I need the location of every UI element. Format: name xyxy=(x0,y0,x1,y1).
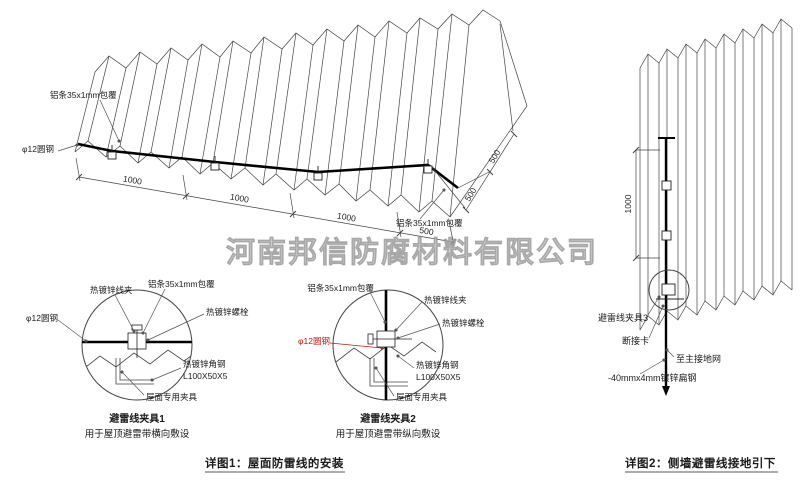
detail-circle-2 xyxy=(332,289,444,401)
ground-arrow xyxy=(662,386,670,396)
detail2-label-angle-spec: L100X50X5 xyxy=(416,372,461,382)
detail2-label-roof-clamp: 屋面专用夹具 xyxy=(396,392,448,402)
detail1-title: 避雷线夹具1 xyxy=(108,412,165,425)
wall-down-conductor xyxy=(658,137,675,396)
detail2-label-clamp: 热镀锌线夹 xyxy=(424,295,467,305)
dim-right-2: 500 xyxy=(486,148,502,166)
detail1-label-bolt: 热镀锌螺栓 xyxy=(206,307,249,317)
detail1-leaders xyxy=(57,288,205,396)
roof-lightning-wire xyxy=(77,142,459,190)
dim-bottom-4: 500 xyxy=(419,225,435,237)
roof-leaders xyxy=(57,99,446,220)
wall-leaders xyxy=(639,295,675,375)
detail-circle-3 xyxy=(648,269,690,311)
roof-far-edge-profile xyxy=(94,9,501,73)
wall-label-flat-steel: -40mmx4mm镀锌扁钢 xyxy=(608,372,697,383)
wall-valley-lines xyxy=(639,28,793,330)
detail2-label-round-steel: φ12圆钢 xyxy=(298,336,330,346)
detail3-drawing xyxy=(656,283,684,300)
detail1-label-angle-spec: L100X50X5 xyxy=(183,371,228,381)
label-aluminum-strip-top: 铝条35x1mm包覆 xyxy=(50,90,117,100)
roof-right-dimension xyxy=(431,23,518,214)
wire-clamp-mark xyxy=(210,156,220,171)
detail1-drawing xyxy=(82,324,192,385)
detail1-label-clamp: 热镀锌线夹 xyxy=(90,285,133,295)
wall-view xyxy=(639,18,793,331)
detail1-subtitle: 用于屋顶避雷带横向敷设 xyxy=(85,428,190,440)
detail2-leaders xyxy=(329,291,441,397)
detail1-label-strip: 铝条35x1mm包覆 xyxy=(148,279,215,289)
detail2-title: 避雷线夹具2 xyxy=(359,412,416,425)
dim-bottom-2: 1000 xyxy=(229,191,250,204)
wire-clamp-mark xyxy=(423,159,433,174)
roof-crest-lines xyxy=(87,13,453,202)
company-watermark: 河南邦信防腐材料有限公司 xyxy=(226,236,598,269)
roof-right-edge xyxy=(449,20,528,218)
detail2-label-bolt: 热镀锌螺栓 xyxy=(442,318,485,328)
wall-clamp-mark xyxy=(661,180,672,191)
caption-detail2: 详图2：侧墙避雷线接地引下 xyxy=(625,456,776,470)
detail2-label-strip: 铝条35x1mm包覆 xyxy=(307,283,374,293)
detail2-subtitle: 用于屋顶避雷带纵向敷设 xyxy=(336,428,441,440)
wire-clamp-mark xyxy=(313,166,323,181)
wall-label-disconnect: 断接卡 xyxy=(622,335,649,346)
caption-detail1: 详图1：屋面防雷线的安装 xyxy=(205,456,344,470)
wall-label-to-ground: 至主接地网 xyxy=(676,353,721,364)
roof-bottom-dimension xyxy=(75,157,457,247)
roof-valley-lines xyxy=(74,24,470,218)
detail-circle-1 xyxy=(81,289,193,401)
detail1-label-roof-clamp: 屋面专用夹具 xyxy=(146,392,198,402)
roof-isometric-view xyxy=(74,9,528,218)
dim-wall-1000: 1000 xyxy=(623,194,633,213)
dim-bottom-1: 1000 xyxy=(122,173,143,186)
detail1-label-round-steel: φ12圆钢 xyxy=(26,313,58,323)
wall-crest-lines xyxy=(647,19,782,316)
wall-label-clamp3: 避雷线夹具3 xyxy=(598,312,648,323)
dim-right-1: 500 xyxy=(462,186,478,204)
wall-clamp-mark xyxy=(661,230,672,241)
dim-bottom-3: 1000 xyxy=(336,210,357,223)
detail2-drawing xyxy=(335,290,437,400)
wall-dimension xyxy=(632,146,660,262)
wire-clamp-mark xyxy=(107,145,117,160)
label-round-steel-roof: φ12圆钢 xyxy=(22,144,54,154)
detail2-label-angle-steel: 热镀锌角钢 xyxy=(416,360,459,370)
detail1-label-angle-steel: 热镀锌角钢 xyxy=(183,359,226,369)
label-aluminum-strip-right: 铝条35x1mm包覆 xyxy=(396,218,463,228)
